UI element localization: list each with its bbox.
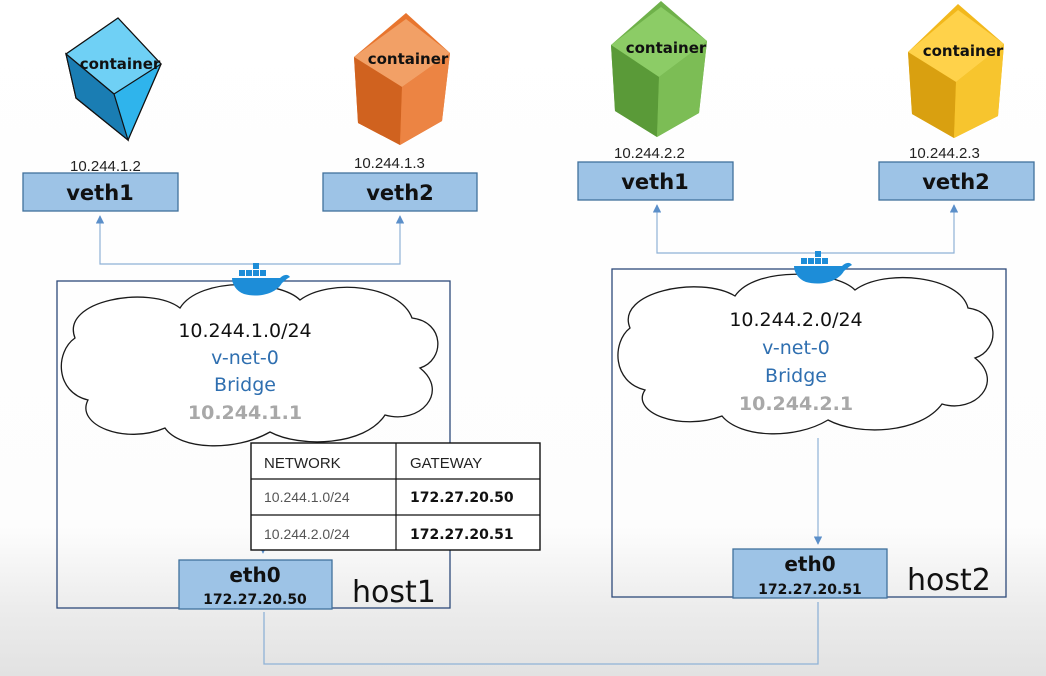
veth-label: veth1	[66, 181, 134, 205]
container-cube-icon-2	[354, 13, 450, 145]
veth-box[interactable]	[577, 161, 734, 201]
route-table-cell: 10.244.1.0/24	[264, 489, 350, 505]
veth-label: veth1	[621, 170, 689, 194]
eth0-ip: 172.27.20.50	[203, 592, 307, 608]
container-label: container	[626, 39, 707, 57]
bridge-cidr: 10.244.1.0/24	[178, 320, 311, 342]
eth0-box[interactable]	[178, 559, 333, 610]
route-table-header: GATEWAY	[410, 455, 482, 472]
container-cube-icon-3	[611, 1, 707, 137]
route-table-header: NETWORK	[264, 455, 341, 472]
eth0-label: eth0	[229, 563, 280, 587]
veth-bridge-link	[652, 204, 959, 254]
docker-whale-icon	[794, 251, 852, 284]
bridge-cloud	[617, 273, 994, 435]
bridge-name: v-net-0	[762, 337, 830, 359]
veth-label: veth2	[366, 181, 434, 205]
bridge-cidr: 10.244.2.0/24	[729, 309, 862, 331]
route-table-cell: 172.27.20.50	[410, 490, 514, 506]
eth0-box[interactable]	[732, 548, 888, 599]
route-table: NETWORK GATEWAY 10.244.1.0/24 172.27.20.…	[250, 442, 541, 551]
veth-label: veth2	[922, 170, 990, 194]
bridge-cloud	[60, 283, 439, 447]
docker-whale-icon	[232, 263, 290, 296]
container-ip: 10.244.1.2	[70, 158, 141, 175]
eth0-ip: 172.27.20.51	[758, 582, 862, 598]
host-label: host2	[907, 563, 991, 598]
eth0-label: eth0	[784, 552, 835, 576]
bridge-ip: 10.244.1.1	[188, 402, 302, 424]
host-label: host1	[352, 575, 436, 610]
bridge-ip: 10.244.2.1	[739, 393, 853, 415]
veth-box[interactable]	[22, 172, 179, 212]
container-label: container	[80, 55, 161, 73]
route-table-cell: 172.27.20.51	[410, 527, 514, 543]
veth-box[interactable]	[322, 172, 478, 212]
container-ip: 10.244.1.3	[354, 155, 425, 172]
container-label: container	[923, 42, 1004, 60]
bridge-type: Bridge	[765, 365, 827, 387]
container-ip: 10.244.2.3	[909, 145, 980, 162]
inter-host-link	[263, 602, 819, 665]
container-cube-icon-1	[65, 17, 162, 142]
veth-bridge-link	[95, 215, 405, 265]
veth-box[interactable]	[878, 161, 1035, 201]
bridge-type: Bridge	[214, 374, 276, 396]
container-label: container	[368, 50, 449, 68]
bridge-name: v-net-0	[211, 347, 279, 369]
route-table-cell: 10.244.2.0/24	[264, 526, 350, 542]
container-cube-icon-4	[908, 4, 1004, 138]
container-ip: 10.244.2.2	[614, 145, 685, 162]
